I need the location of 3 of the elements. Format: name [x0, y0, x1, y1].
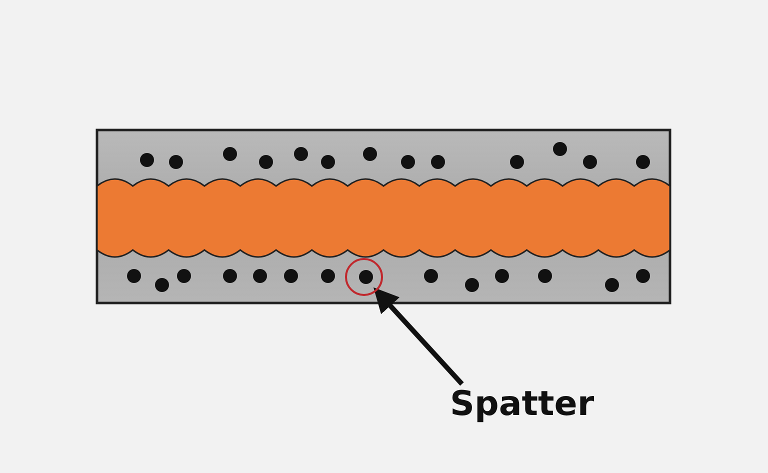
highlight-circle — [345, 258, 383, 296]
callout-label: Spatter — [450, 384, 594, 424]
arrow — [373, 287, 464, 386]
